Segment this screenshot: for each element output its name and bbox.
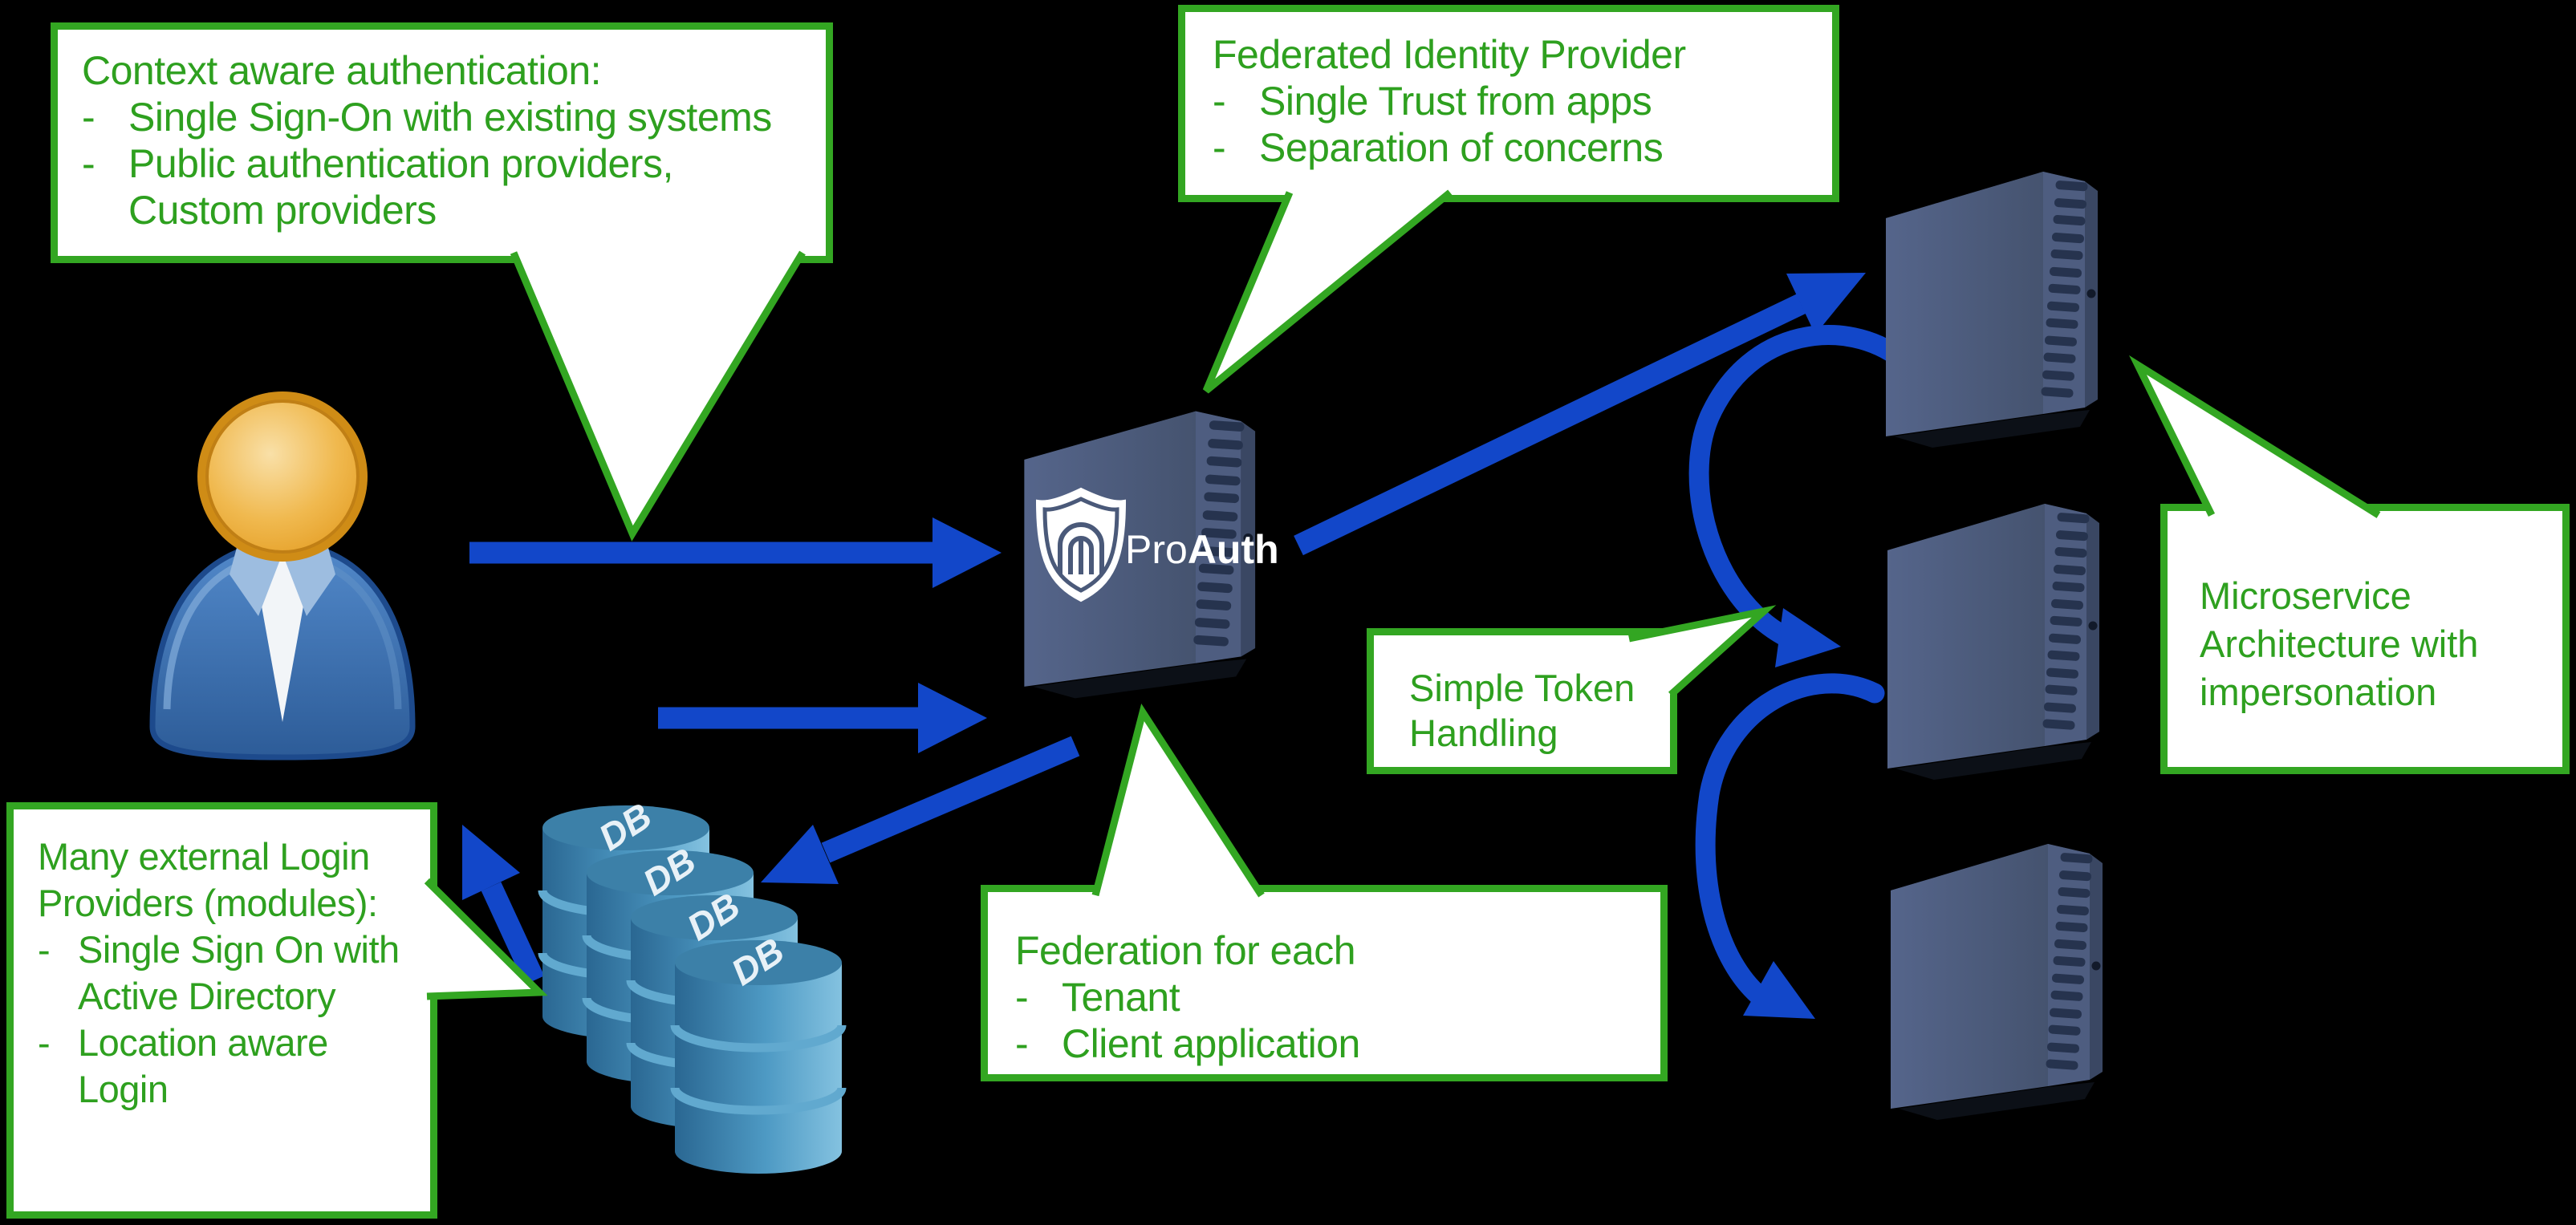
callout-bullet: - Public authentication providers, Custo… [82, 141, 673, 233]
shield-fingerprint-icon [1035, 487, 1127, 602]
user-icon [149, 391, 416, 761]
callout-bullet: - Tenant [1015, 975, 1180, 1020]
callout-microservice-architecture: Microservice Architecture with impersona… [2160, 504, 2570, 774]
database-stack-icon: DB DB DB DB [538, 794, 847, 1174]
callout-bullet: - Client application [1015, 1021, 1360, 1066]
proauth-logo-text: ProAuth [1125, 527, 1279, 572]
callout-text: Simple Token Handling [1409, 667, 1635, 754]
microservice-server-1 [1886, 172, 2098, 448]
callout-bullet: - Single Sign On with Active Directory [38, 928, 400, 1017]
callout-federation-for-each: Federation for each - Tenant - Client ap… [981, 885, 1668, 1081]
callout-title: Federation for each [1015, 928, 1356, 973]
callout-bullet: - Single Sign-On with existing systems [82, 95, 772, 140]
callout-bullet: - Location aware Login [38, 1021, 328, 1110]
callout-title: Federated Identity Provider [1213, 32, 1686, 77]
callout-title: Many external Login Providers (modules): [38, 835, 378, 924]
callout-text: Microservice Architecture with impersona… [2200, 574, 2479, 713]
arrow-proauth-to-db [761, 736, 1080, 884]
db-cylinder: DB [670, 929, 847, 1174]
arrow-impersonation-2 [1695, 673, 1885, 1019]
microservice-server-2 [1887, 504, 2099, 780]
callout-context-aware-authentication: Context aware authentication: - Single S… [51, 22, 833, 263]
proauth-server: ProAuth [1024, 411, 1279, 699]
microservice-server-3 [1891, 844, 2103, 1120]
callout-bullet: - Separation of concerns [1213, 125, 1664, 170]
callout-bullet: - Single Trust from apps [1213, 79, 1652, 124]
callout-federated-identity-provider: Federated Identity Provider - Single Tru… [1178, 5, 1839, 202]
callout-simple-token-handling: Simple Token Handling [1367, 628, 1677, 774]
arrow-user-to-proauth [469, 517, 1002, 588]
arrow-db-to-user [462, 825, 545, 985]
arrow-impersonation-1 [1688, 325, 1912, 667]
arrow-user-to-proauth-lower [658, 683, 987, 753]
callout-many-external-login-providers: Many external Login Providers (modules):… [6, 802, 437, 1219]
flow-arrows [462, 273, 1912, 1019]
arrow-proauth-to-microservice [1294, 273, 1866, 556]
callout-title: Context aware authentication: [82, 48, 602, 93]
